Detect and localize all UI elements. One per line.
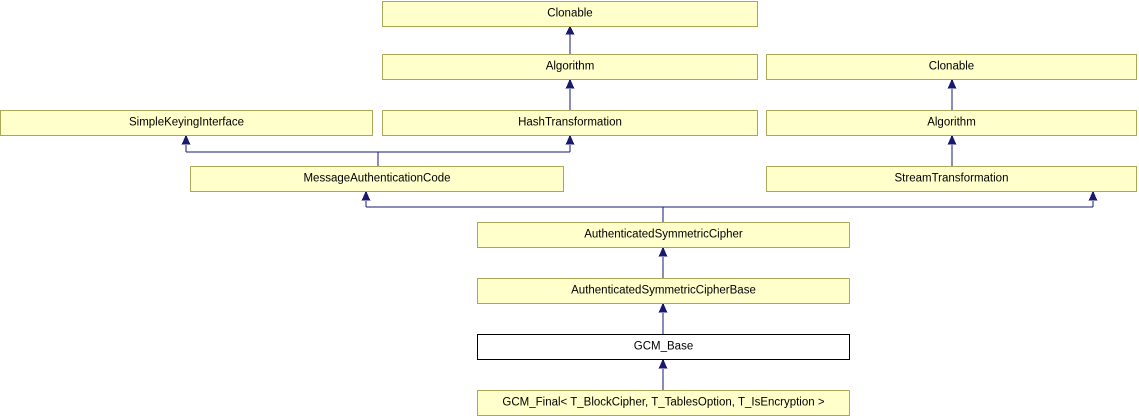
- class-node-clonable-top[interactable]: Clonable: [382, 1, 758, 27]
- class-node-simplekeyinginterface[interactable]: SimpleKeyingInterface: [0, 110, 373, 136]
- class-node-gcm-final[interactable]: GCM_Final< T_BlockCipher, T_TablesOption…: [477, 390, 850, 416]
- class-node-algorithm-right[interactable]: Algorithm: [766, 110, 1137, 136]
- class-node-label: Algorithm: [927, 116, 976, 129]
- class-node-label: GCM_Base: [633, 340, 694, 353]
- class-node-label: SimpleKeyingInterface: [128, 116, 245, 129]
- class-node-label: GCM_Final< T_BlockCipher, T_TablesOption…: [502, 396, 825, 409]
- class-node-label: AuthenticatedSymmetricCipherBase: [571, 284, 756, 297]
- class-node-label: Clonable: [547, 7, 593, 20]
- class-node-label: AuthenticatedSymmetricCipher: [584, 228, 743, 241]
- class-node-authenticatedsymmetriccipher[interactable]: AuthenticatedSymmetricCipher: [477, 222, 850, 248]
- class-node-label: StreamTransformation: [894, 172, 1009, 185]
- class-node-label: Algorithm: [545, 60, 595, 73]
- class-node-label: HashTransformation: [518, 116, 622, 129]
- class-node-hashtransformation[interactable]: HashTransformation: [382, 110, 758, 136]
- class-node-algorithm-left[interactable]: Algorithm: [382, 54, 758, 80]
- class-node-clonable-right[interactable]: Clonable: [766, 54, 1137, 80]
- class-node-messageauthenticationcode[interactable]: MessageAuthenticationCode: [190, 166, 564, 192]
- class-node-streamtransformation[interactable]: StreamTransformation: [766, 166, 1137, 192]
- class-node-label: Clonable: [928, 60, 975, 73]
- class-node-label: MessageAuthenticationCode: [303, 172, 451, 185]
- class-node-gcm-base-current[interactable]: GCM_Base: [477, 334, 850, 360]
- class-node-authenticatedsymmetriccipherbase[interactable]: AuthenticatedSymmetricCipherBase: [477, 278, 850, 304]
